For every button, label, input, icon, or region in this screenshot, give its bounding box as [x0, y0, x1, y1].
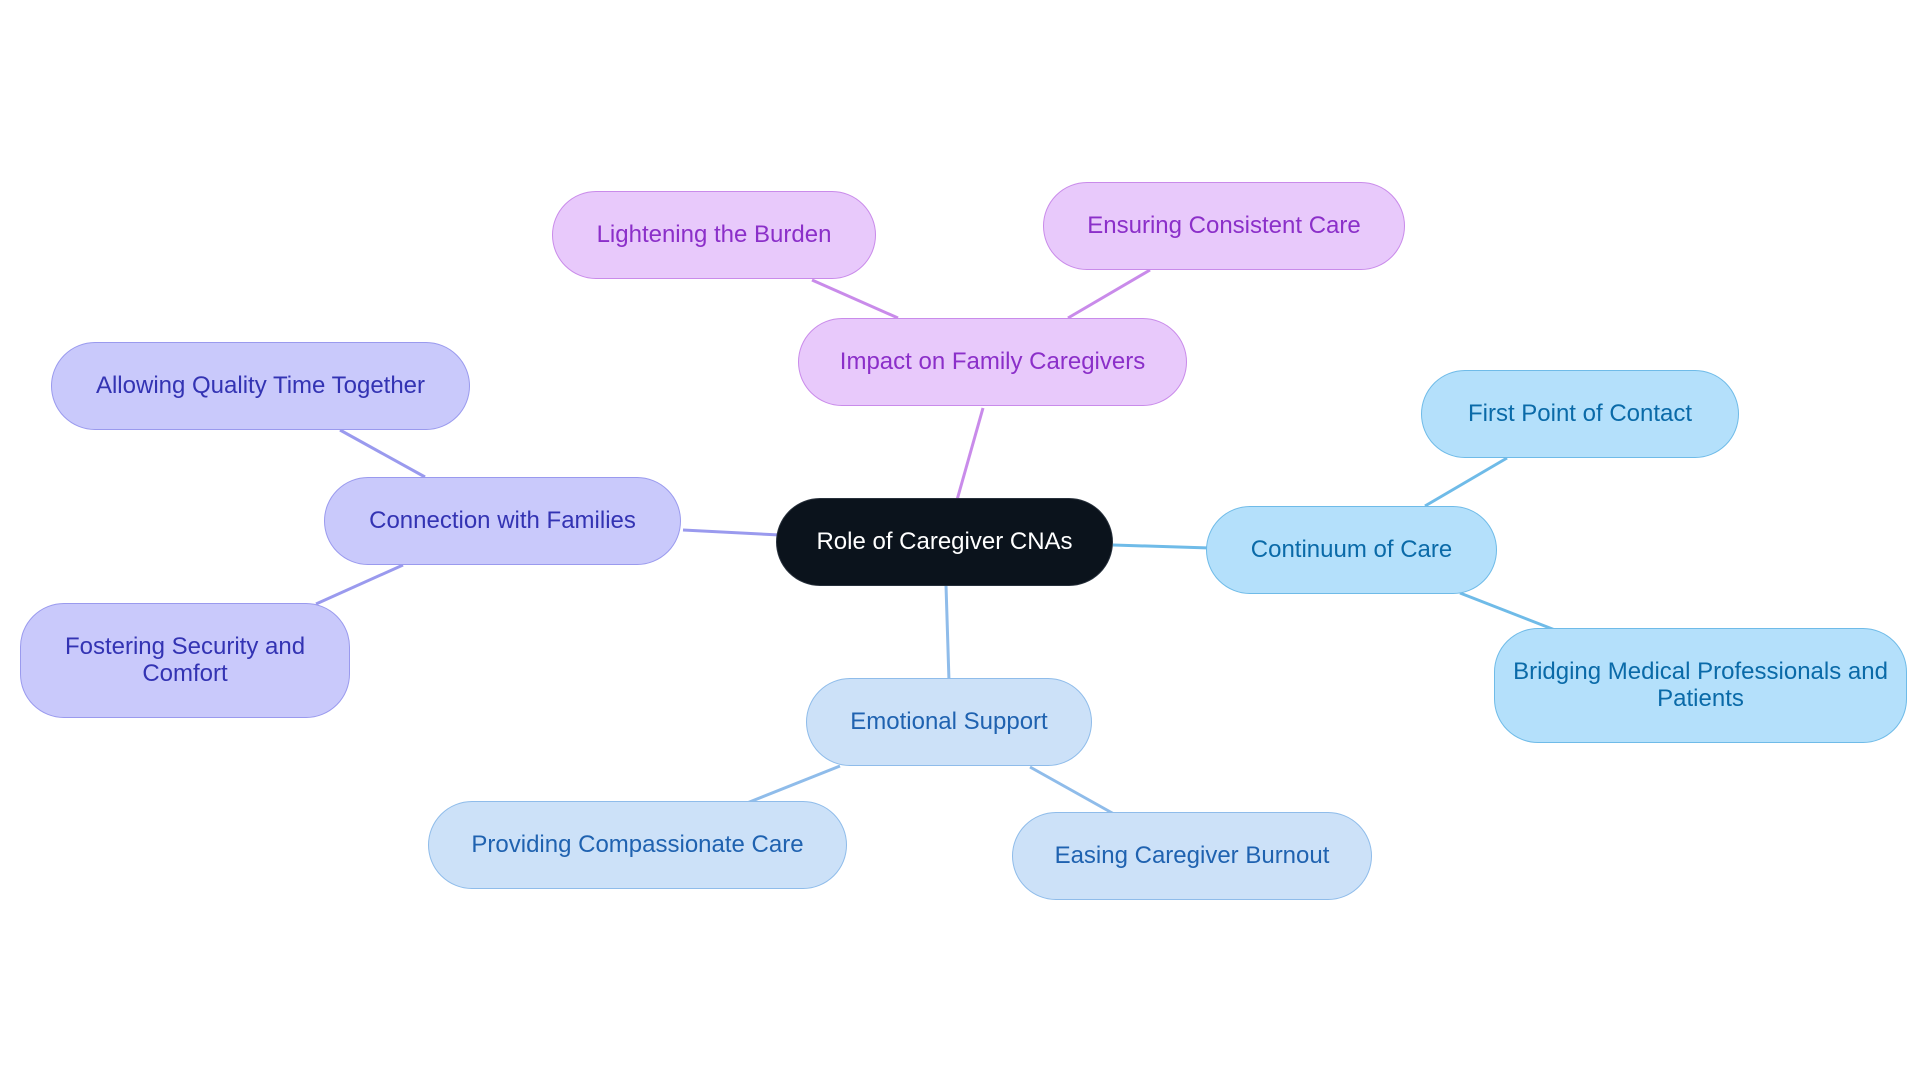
- edge-emotional-burnout: [1029, 765, 1115, 816]
- edge-continuum-bridging: [1459, 591, 1556, 632]
- leaf-fostering-node: Fostering Security and Comfort: [20, 603, 350, 718]
- edge-root-connection: [682, 528, 781, 537]
- leaf-bridging-node: Bridging Medical Professionals and Patie…: [1494, 628, 1907, 743]
- branch-continuum-label: Continuum of Care: [1250, 535, 1453, 563]
- branch-emotional-label: Emotional Support: [850, 707, 1048, 735]
- leaf-compassionate-label: Providing Compassionate Care: [471, 830, 804, 858]
- edge-root-continuum: [1112, 543, 1211, 550]
- branch-connection-label: Connection with Families: [369, 506, 636, 534]
- leaf-ensuring-label: Ensuring Consistent Care: [1087, 211, 1361, 239]
- root-label: Role of Caregiver CNAs: [816, 527, 1073, 555]
- leaf-lightening-node: Lightening the Burden: [552, 191, 876, 279]
- edge-impact-ensuring: [1067, 268, 1151, 320]
- edge-continuum-first: [1424, 456, 1508, 508]
- leaf-lightening-label: Lightening the Burden: [596, 220, 832, 248]
- branch-connection-node: Connection with Families: [324, 477, 681, 565]
- leaf-compassionate-node: Providing Compassionate Care: [428, 801, 847, 889]
- edge-root-impact: [955, 407, 985, 501]
- leaf-bridging-label: Bridging Medical Professionals and Patie…: [1513, 658, 1888, 712]
- leaf-first-contact-node: First Point of Contact: [1421, 370, 1739, 458]
- leaf-fostering-label: Fostering Security and Comfort: [64, 633, 306, 687]
- edge-root-emotional: [944, 584, 951, 682]
- edge-connection-quality: [339, 428, 426, 479]
- branch-impact-node: Impact on Family Caregivers: [798, 318, 1187, 406]
- leaf-burnout-label: Easing Caregiver Burnout: [1054, 841, 1330, 869]
- branch-continuum-node: Continuum of Care: [1206, 506, 1497, 594]
- edge-connection-fostering: [315, 563, 404, 606]
- branch-impact-label: Impact on Family Caregivers: [839, 347, 1146, 375]
- leaf-burnout-node: Easing Caregiver Burnout: [1012, 812, 1372, 900]
- leaf-quality-label: Allowing Quality Time Together: [95, 371, 426, 399]
- edge-impact-lightening: [811, 278, 899, 320]
- edge-emotional-compassionate: [746, 764, 841, 805]
- leaf-first-contact-label: First Point of Contact: [1467, 399, 1693, 427]
- branch-emotional-node: Emotional Support: [806, 678, 1092, 766]
- root-node: Role of Caregiver CNAs: [776, 498, 1113, 586]
- leaf-ensuring-node: Ensuring Consistent Care: [1043, 182, 1405, 270]
- leaf-quality-node: Allowing Quality Time Together: [51, 342, 470, 430]
